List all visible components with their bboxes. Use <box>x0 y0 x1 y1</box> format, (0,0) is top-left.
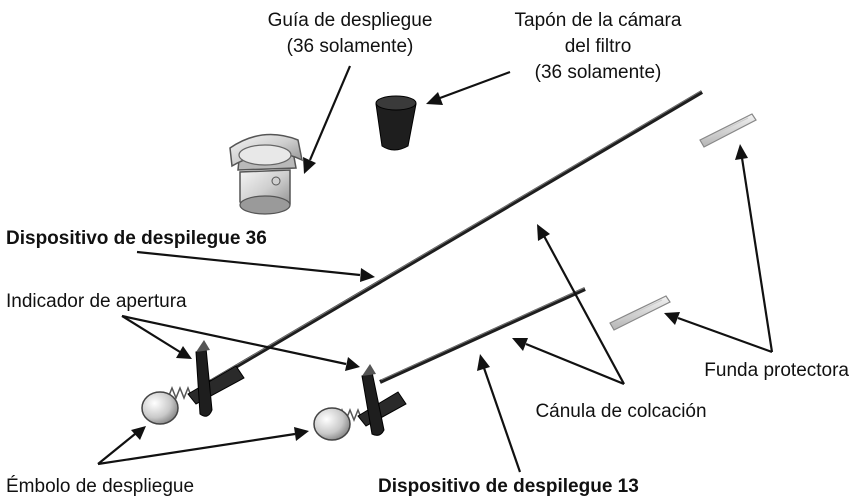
arrow-canula-13 <box>512 338 625 386</box>
deployment-device-13-handle <box>313 364 407 441</box>
label-embolo-despliegue: Émbolo de despliegue <box>6 476 194 497</box>
arrow-canula-36 <box>537 224 625 385</box>
arrow-embolo-36 <box>97 426 146 465</box>
arrow-indicador-13 <box>121 314 360 371</box>
protective-sheath-upper <box>699 113 757 148</box>
arrow-dispositivo13 <box>477 354 522 473</box>
placement-cannula-13 <box>379 287 586 384</box>
label-tapon-line1: Tapón de la cámara <box>515 10 682 31</box>
label-funda-protectora: Funda protectora <box>704 360 849 381</box>
label-dispositivo-13: Dispositivo de despilegue 13 <box>378 476 639 497</box>
arrow-embolo-13 <box>97 427 309 466</box>
filter-chamber-cap <box>375 95 417 151</box>
arrow-dispositivo36 <box>136 250 375 282</box>
arrow-funda-lower <box>664 312 773 354</box>
label-guia-line1: Guía de despliegue <box>268 10 433 31</box>
label-tapon-line2: del filtro <box>565 36 632 57</box>
arrow-funda-upper <box>735 144 774 353</box>
arrow-indicador-36 <box>121 315 192 359</box>
deployment-device-36-handle <box>141 340 245 425</box>
label-dispositivo-36: Dispositivo de despilegue 36 <box>6 228 267 249</box>
label-canula-colocacion: Cánula de colcación <box>535 401 706 422</box>
placement-cannula-36 <box>208 90 704 384</box>
label-indicador-apertura: Indicador de apertura <box>6 291 187 312</box>
label-guia-line2: (36 solamente) <box>287 36 414 57</box>
protective-sheath-lower <box>609 295 671 331</box>
arrow-guia <box>303 65 352 174</box>
deployment-guide <box>229 133 304 215</box>
arrow-tapon <box>426 70 511 105</box>
label-tapon-line3: (36 solamente) <box>535 62 662 83</box>
